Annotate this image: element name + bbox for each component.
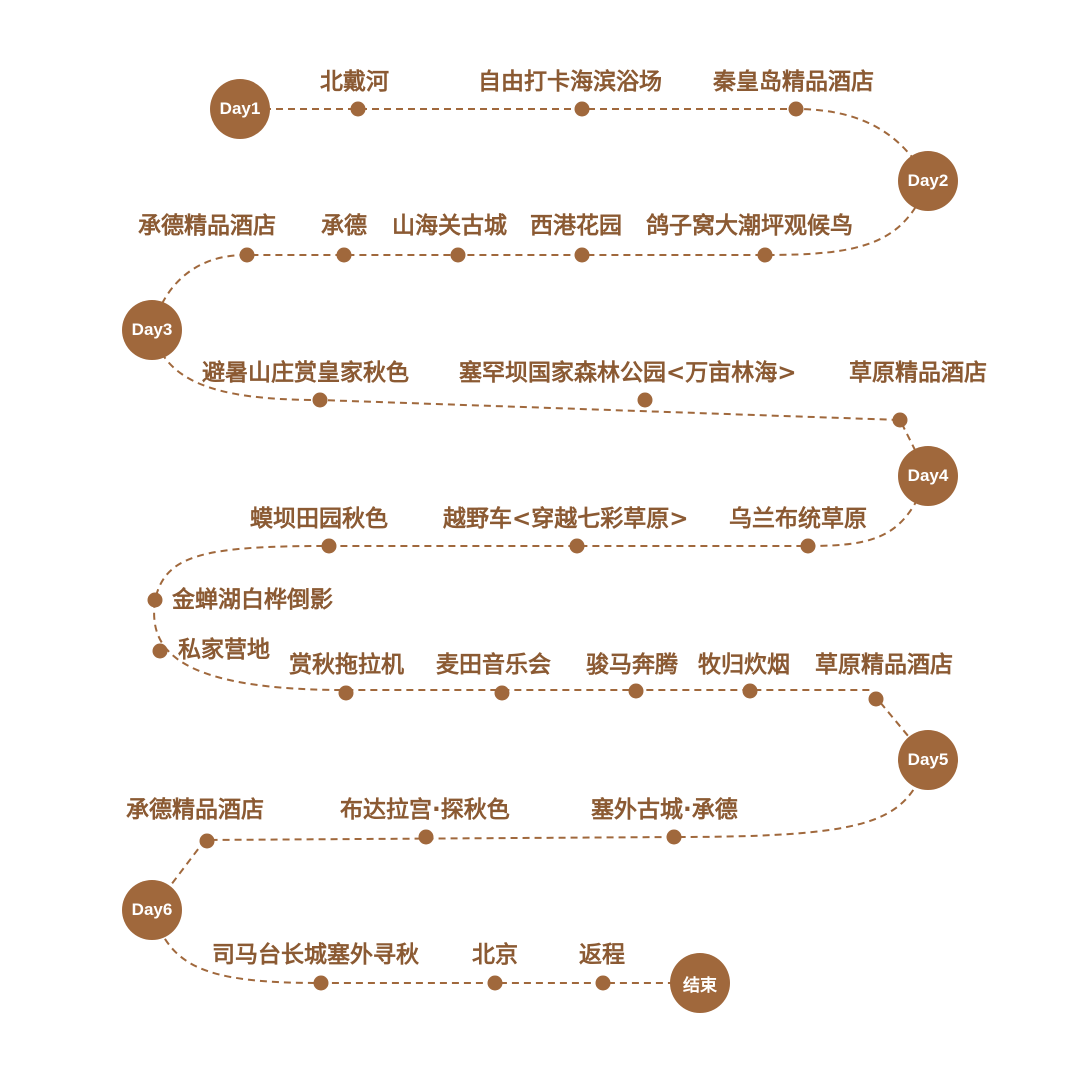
stop-label-grass-hotel1: 草原精品酒店 xyxy=(849,360,987,386)
stop-dot-herd xyxy=(742,683,758,699)
stop-label-cd-hotel2: 承德精品酒店 xyxy=(126,797,264,823)
stop-label-jinchan: 金蝉湖白桦倒影 xyxy=(172,587,333,613)
stop-dot-bishu xyxy=(312,392,328,408)
stop-dot-budala xyxy=(418,829,434,845)
day2-badge: Day2 xyxy=(898,151,958,211)
day6-badge: Day6 xyxy=(122,880,182,940)
stop-dot-beach xyxy=(574,101,590,117)
stop-label-bishu: 避暑山庄赏皇家秋色 xyxy=(202,360,409,386)
stop-dot-qhd-hotel xyxy=(788,101,804,117)
stop-dot-xigang xyxy=(574,247,590,263)
stop-label-concert: 麦田音乐会 xyxy=(436,652,551,678)
stop-dot-shanhaiguan xyxy=(450,247,466,263)
stop-dot-cd-hotel2 xyxy=(199,833,215,849)
stop-label-grass-hotel2: 草原精品酒店 xyxy=(815,652,953,678)
stop-label-shanhaiguan: 山海关古城 xyxy=(392,213,507,239)
route-line xyxy=(150,108,930,984)
stop-label-birds: 鸽子窝大潮坪观候鸟 xyxy=(646,213,853,239)
stop-label-chengde1: 承德 xyxy=(321,213,367,239)
day4-badge: Day4 xyxy=(898,446,958,506)
stop-label-tractor: 赏秋拖拉机 xyxy=(289,652,404,678)
stop-label-return: 返程 xyxy=(579,942,625,968)
stop-dot-horse xyxy=(628,683,644,699)
stop-dot-chengde1 xyxy=(336,247,352,263)
stop-label-horse: 骏马奔腾 xyxy=(586,652,678,678)
day5-badge: Day5 xyxy=(898,730,958,790)
stop-label-wulanbutong: 乌兰布统草原 xyxy=(729,506,867,532)
stop-label-beidaihe: 北戴河 xyxy=(320,69,389,95)
stop-label-beijing: 北京 xyxy=(472,942,518,968)
stop-label-beach: 自由打卡海滨浴场 xyxy=(478,69,662,95)
stop-dot-grass-hotel1 xyxy=(892,412,908,428)
stop-dot-saihanba xyxy=(637,392,653,408)
stop-label-qhd-hotel: 秦皇岛精品酒店 xyxy=(713,69,874,95)
day3-badge: Day3 xyxy=(122,300,182,360)
stop-label-saiwai: 塞外古城·承德 xyxy=(591,797,738,823)
stop-dot-saiwai xyxy=(666,829,682,845)
stop-dot-beidaihe xyxy=(350,101,366,117)
stop-label-herd: 牧归炊烟 xyxy=(698,652,790,678)
stop-label-huangba: 蟆坝田园秋色 xyxy=(250,506,388,532)
stop-label-offroad: 越野车<穿越七彩草原> xyxy=(443,506,689,532)
stop-label-saihanba: 塞罕坝国家森林公园<万亩林海> xyxy=(459,360,797,386)
stop-dot-camp xyxy=(152,643,168,659)
stop-dot-offroad xyxy=(569,538,585,554)
stop-dot-jinchan xyxy=(147,592,163,608)
stop-dot-beijing xyxy=(487,975,503,991)
stop-dot-grass-hotel2 xyxy=(868,691,884,707)
stop-dot-concert xyxy=(494,685,510,701)
stop-dot-tractor xyxy=(338,685,354,701)
stop-dot-return xyxy=(595,975,611,991)
stop-dot-wulanbutong xyxy=(800,538,816,554)
stop-dot-birds xyxy=(757,247,773,263)
end-badge: 结束 xyxy=(670,953,730,1013)
stop-dot-huangba xyxy=(321,538,337,554)
stop-dot-simatai xyxy=(313,975,329,991)
stop-dot-cd-hotel1 xyxy=(239,247,255,263)
stop-label-cd-hotel1: 承德精品酒店 xyxy=(138,213,276,239)
stop-label-budala: 布达拉宫·探秋色 xyxy=(340,797,510,823)
day1-badge: Day1 xyxy=(210,79,270,139)
stop-label-simatai: 司马台长城塞外寻秋 xyxy=(212,942,419,968)
stop-label-camp: 私家营地 xyxy=(178,637,270,663)
stop-label-xigang: 西港花园 xyxy=(530,213,622,239)
